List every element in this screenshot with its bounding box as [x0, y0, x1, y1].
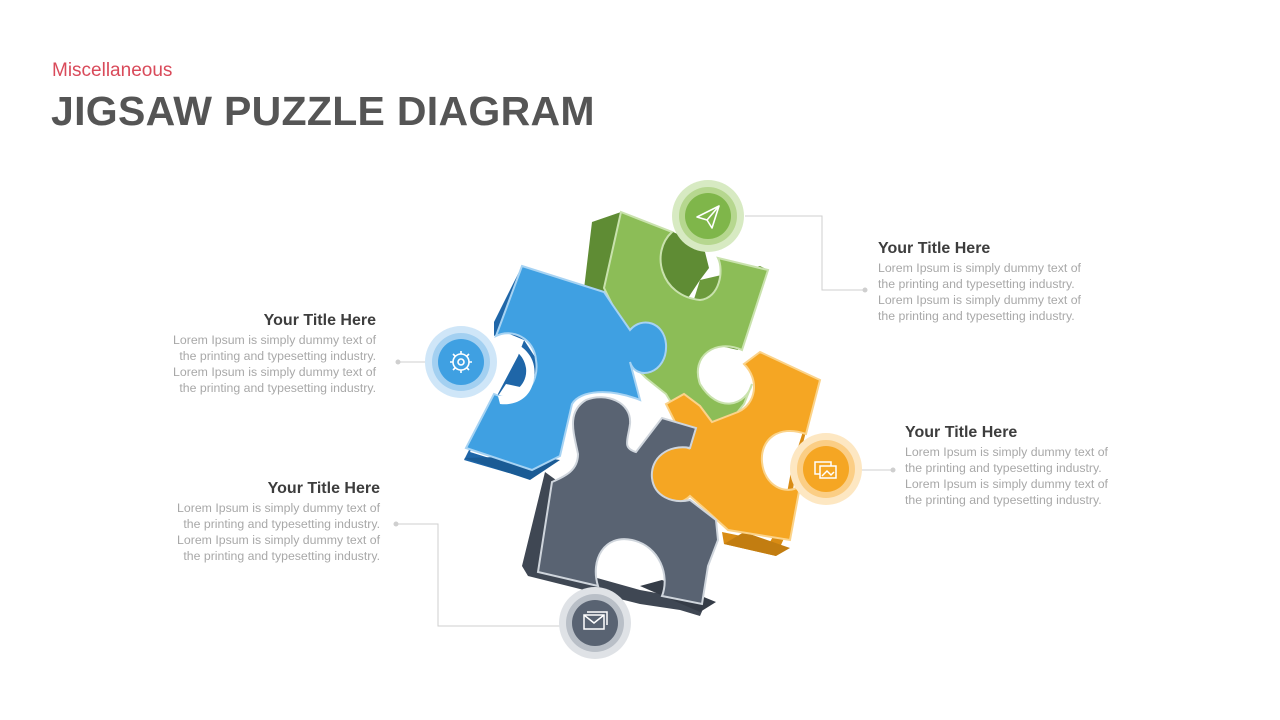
icon-mail-circle	[559, 587, 631, 659]
puzzle-piece-blue	[464, 264, 668, 480]
callout-line: Lorem Ipsum is simply dummy text of	[173, 365, 376, 379]
callout-line: Lorem Ipsum is simply dummy text of	[905, 445, 1108, 459]
callout-left-bottom: Your Title Here Lorem Ipsum is simply du…	[140, 480, 380, 564]
callout-line: the printing and typesetting industry.	[878, 309, 1075, 323]
callout-line: the printing and typesetting industry.	[878, 277, 1075, 291]
callout-line: Lorem Ipsum is simply dummy text of	[878, 293, 1081, 307]
gallery-icon	[814, 461, 837, 479]
callout-title: Your Title Here	[905, 424, 1018, 441]
callout-title: Your Title Here	[263, 312, 376, 329]
callout-line: the printing and typesetting industry.	[179, 381, 376, 395]
icon-paper-plane-circle	[672, 180, 744, 252]
callout-line: the printing and typesetting industry.	[905, 493, 1102, 507]
callout-line: the printing and typesetting industry.	[183, 517, 380, 531]
callout-right-top: Your Title Here Lorem Ipsum is simply du…	[878, 240, 1118, 324]
connector-right-top	[745, 215, 865, 291]
callout-right-bottom: Your Title Here Lorem Ipsum is simply du…	[905, 424, 1145, 508]
icon-gear-circle	[425, 326, 497, 398]
callout-line: the printing and typesetting industry.	[905, 461, 1102, 475]
callout-title: Your Title Here	[878, 240, 991, 257]
mail-icon	[583, 611, 608, 630]
callout-line: the printing and typesetting industry.	[179, 349, 376, 363]
callout-line: Lorem Ipsum is simply dummy text of	[878, 261, 1081, 275]
category-label: Miscellaneous	[52, 60, 173, 81]
puzzle-piece-orange	[646, 350, 822, 556]
icon-gallery-circle	[790, 433, 862, 505]
page-title: JIGSAW PUZZLE DIAGRAM	[51, 88, 595, 134]
callout-line: Lorem Ipsum is simply dummy text of	[177, 533, 380, 547]
callout-left-top: Your Title Here Lorem Ipsum is simply du…	[136, 312, 376, 396]
callout-line: the printing and typesetting industry.	[183, 549, 380, 563]
puzzle-piece-slate	[522, 396, 720, 616]
callout-line: Lorem Ipsum is simply dummy text of	[173, 333, 376, 347]
connector-dots	[393, 287, 896, 527]
connector-lines	[396, 215, 893, 627]
paper-plane-icon	[696, 205, 720, 229]
connector-left-bottom	[396, 523, 562, 627]
callout-line: Lorem Ipsum is simply dummy text of	[905, 477, 1108, 491]
gear-icon	[450, 351, 472, 373]
callout-line: Lorem Ipsum is simply dummy text of	[177, 501, 380, 515]
callout-title: Your Title Here	[267, 480, 380, 497]
